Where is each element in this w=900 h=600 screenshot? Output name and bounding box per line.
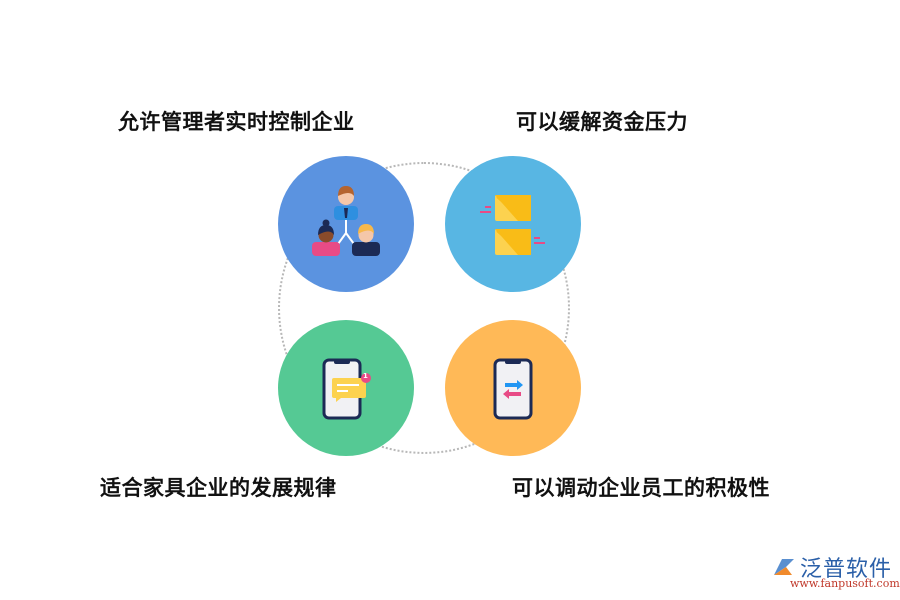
brand-logo-icon bbox=[774, 559, 794, 575]
notification-badge: 1 bbox=[363, 372, 368, 380]
feature-circle-motivation bbox=[445, 320, 581, 456]
team-hierarchy-icon bbox=[312, 186, 380, 256]
brand-name: 泛普软件 bbox=[800, 557, 893, 582]
dotted-ring bbox=[278, 162, 570, 454]
envelopes-icon bbox=[480, 195, 545, 255]
feature-label-development: 适合家具企业的发展规律 bbox=[100, 476, 337, 500]
feature-circle-control bbox=[278, 156, 414, 292]
feature-circle-funding bbox=[445, 156, 581, 292]
feature-label-control: 允许管理者实时控制企业 bbox=[118, 110, 355, 134]
brand-url: www.fanpusoft.com bbox=[790, 577, 900, 590]
phone-transfer-icon bbox=[493, 358, 533, 420]
phone-notification-icon bbox=[322, 358, 371, 420]
feature-label-funding: 可以缓解资金压力 bbox=[516, 110, 688, 134]
feature-label-motivation: 可以调动企业员工的积极性 bbox=[512, 476, 770, 500]
feature-circle-development: 1 bbox=[278, 320, 414, 456]
